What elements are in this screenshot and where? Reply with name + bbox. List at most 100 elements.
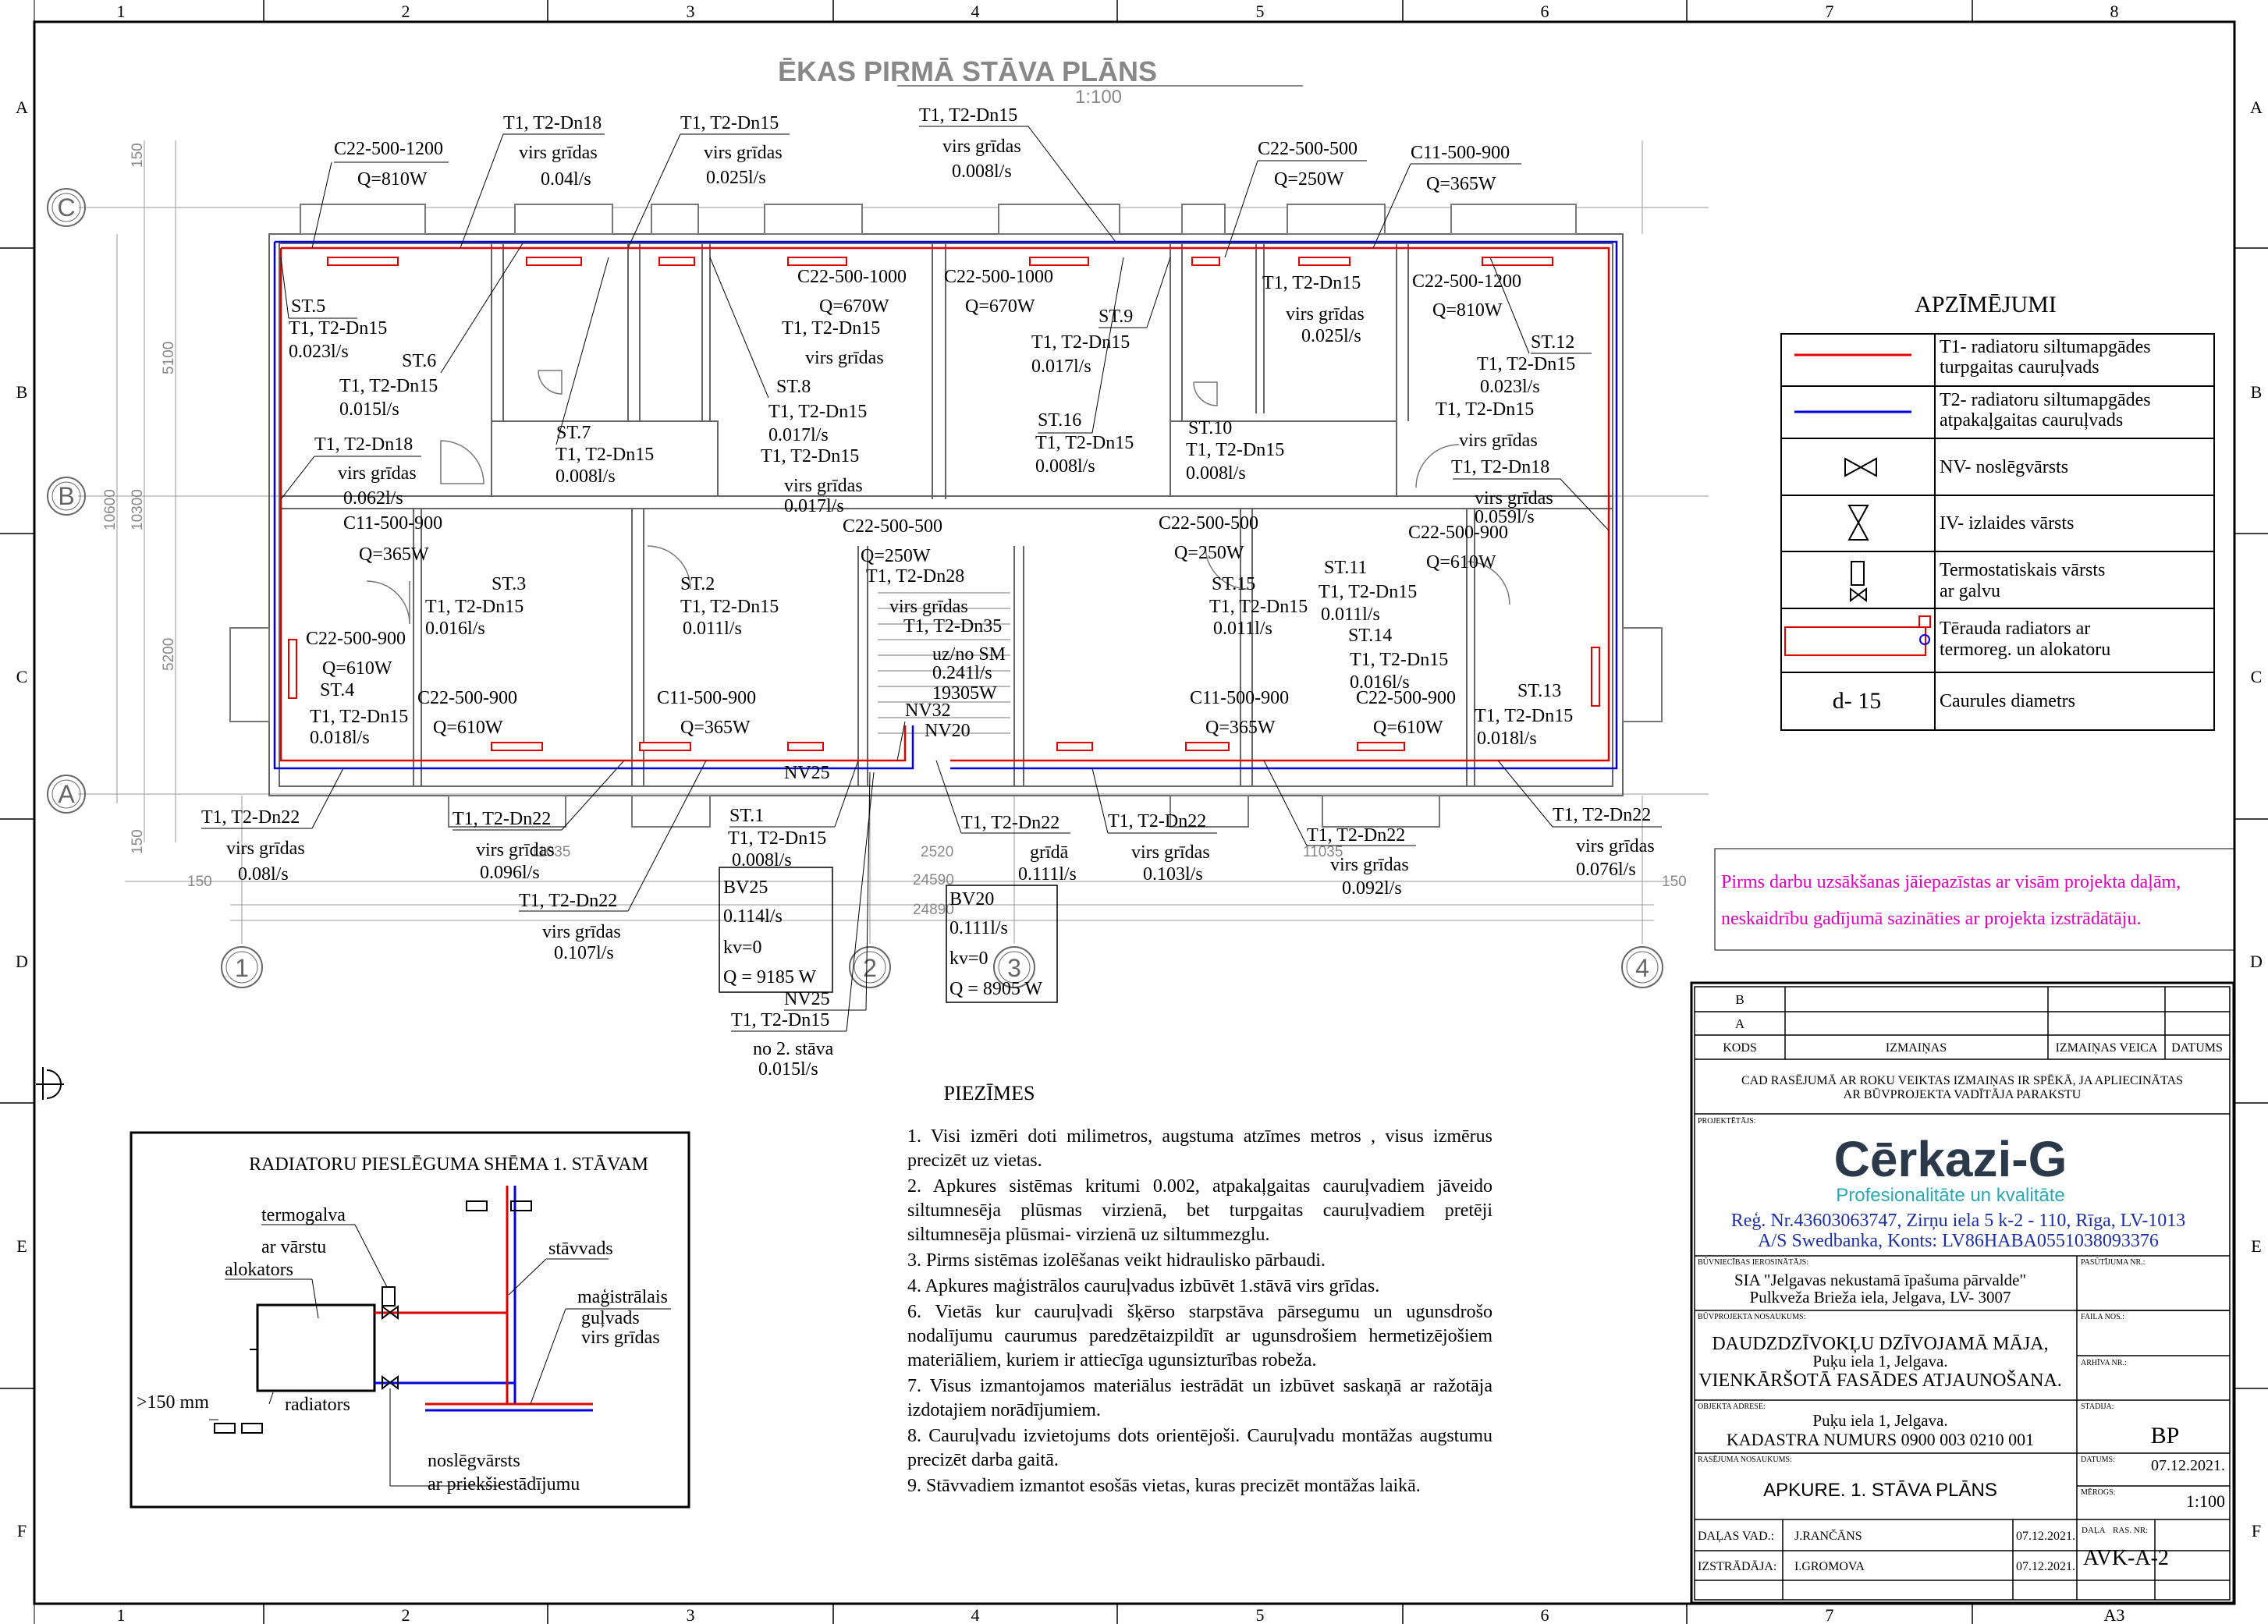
stand-name: ST.14 bbox=[1348, 626, 1392, 646]
axis-bubbles: C B A 1 2 3 4 bbox=[47, 188, 1663, 988]
bv-kv: kv=0 bbox=[723, 938, 762, 958]
stand-flow: 0.016l/s bbox=[425, 619, 485, 639]
title-block-texts: B A KODS IZMAIŅAS IZMAIŅAS VEICA DATUMS … bbox=[1698, 992, 2225, 1573]
radiator-model: C22-500-500 bbox=[843, 516, 942, 537]
pipe-flow: 0.092l/s bbox=[1342, 878, 1402, 899]
connection-scheme-drawing bbox=[209, 1186, 593, 1434]
col-label: 7 bbox=[1826, 1605, 1834, 1624]
person-role: DAĻAS VAD.: bbox=[1698, 1530, 1774, 1543]
stand-flow: 0.018l/s bbox=[310, 728, 370, 748]
pipe-where: virs grīdas bbox=[338, 463, 417, 484]
axis-label-a: A bbox=[58, 780, 75, 808]
pipe-where: virs grīdas bbox=[1576, 836, 1655, 856]
sheet-size: A3 bbox=[2104, 1605, 2125, 1624]
stand-flow: 0.017l/s bbox=[1031, 356, 1091, 377]
col-label: 6 bbox=[1541, 2, 1549, 21]
pipe-size: T1, T2-Dn18 bbox=[1451, 457, 1549, 477]
header-izmainas: IZMAIŅAS bbox=[1886, 1041, 1947, 1055]
stand-name: ST.10 bbox=[1188, 418, 1232, 438]
stand-pipe: T1, T2-Dn15 bbox=[1477, 354, 1575, 374]
radiator-model: C22-500-1000 bbox=[797, 267, 907, 287]
dim: 5200 bbox=[161, 638, 177, 671]
pipe-flow: 0.107l/s bbox=[554, 943, 614, 963]
person-name: J.RANČĀNS bbox=[1794, 1528, 1862, 1543]
dim: 24890 bbox=[913, 902, 954, 918]
pipe-where: uz/no SM bbox=[932, 644, 1006, 665]
stand-labels: ST.5 T1, T2-Dn15 0.023l/s ST.6 T1, T2-Dn… bbox=[289, 296, 1575, 871]
connection-scheme-labels: termogalva ar vārstu alokators stāvvads … bbox=[137, 1205, 668, 1495]
cad-note-2: AR BŪVPROJEKTA VADĪTĀJA PARAKSTU bbox=[1844, 1088, 2082, 1101]
legend-text: atpakaļgaitas cauruļvads bbox=[1940, 410, 2123, 431]
cad-note-1: CAD RASĒJUMĀ AR ROKU VEIKTAS IZMAIŅAS IR… bbox=[1741, 1074, 2183, 1087]
row-label: A bbox=[2250, 98, 2263, 117]
north-arrow-icon bbox=[36, 1067, 64, 1100]
project-2: Puķu iela 1, Jelgava. bbox=[1812, 1352, 1947, 1370]
bv-name: BV20 bbox=[949, 889, 994, 910]
pipe-flow: 0.241l/s bbox=[932, 663, 992, 683]
note-item: 3. Pirms sistēmas izolēšanas veikt hidra… bbox=[907, 1250, 1326, 1271]
legend-text: Termostatiskais vārsts bbox=[1940, 560, 2105, 580]
company-logo: Cērkazi-G bbox=[1834, 1131, 2067, 1187]
stand-pipe: T1, T2-Dn15 bbox=[289, 318, 387, 339]
dim: 24590 bbox=[913, 872, 954, 888]
dimension-texts: 150 5100 10300 10600 5200 150 150 150 25… bbox=[102, 143, 1687, 918]
row-label: C bbox=[2251, 667, 2263, 686]
col-label: 7 bbox=[1826, 2, 1834, 21]
axis-label-3: 3 bbox=[1007, 954, 1021, 982]
stand-flow: 0.011l/s bbox=[1321, 605, 1380, 625]
label-virs: virs grīdas bbox=[581, 1328, 660, 1348]
pipe-where: virs grīdas bbox=[1330, 855, 1409, 875]
label-termogalva: termogalva bbox=[261, 1205, 346, 1225]
pipe-where: virs grīdas bbox=[805, 348, 884, 368]
plan-title: ĒKAS PIRMĀ STĀVA PLĀNS bbox=[778, 55, 1157, 87]
pipe-size: T1, T2-Dn18 bbox=[314, 434, 413, 455]
company-slogan: Profesionalitāte un kvalitāte bbox=[1836, 1185, 2065, 1206]
stand-pipe: T1, T2-Dn15 bbox=[1031, 332, 1130, 353]
legend-text: T1- radiatoru siltumapgādes bbox=[1940, 337, 2151, 357]
designer-label: PROJEKTĒTĀJS: bbox=[1698, 1117, 1755, 1126]
radiator-model: C22-500-900 bbox=[306, 629, 406, 649]
pipe-size: T1, T2-Dn22 bbox=[961, 813, 1059, 833]
drawing-name: APKURE. 1. STĀVA PLĀNS bbox=[1763, 1480, 1997, 1501]
row-label: C bbox=[16, 667, 28, 686]
pipe-where: no 2. stāva bbox=[753, 1039, 834, 1059]
radiator-labels: C22-500-1200 Q=810W C22-500-1000 Q=670W … bbox=[306, 139, 1521, 738]
row-label: B bbox=[16, 382, 28, 402]
stand-flow: 0.011l/s bbox=[1213, 619, 1272, 639]
stand-pipe: T1, T2-Dn15 bbox=[1035, 433, 1134, 453]
label-stavvads: stāvvads bbox=[548, 1239, 613, 1259]
person-name: I.GROMOVA bbox=[1794, 1560, 1865, 1573]
stand-pipe: T1, T2-Dn15 bbox=[728, 828, 826, 849]
dim: 10300 bbox=[130, 489, 146, 530]
pipe-where: virs grīdas bbox=[784, 476, 863, 496]
stand-flow: 0.015l/s bbox=[339, 399, 399, 420]
col-label: 3 bbox=[687, 2, 695, 21]
col-label: 2 bbox=[402, 2, 410, 21]
stand-flow: 0.023l/s bbox=[1480, 377, 1540, 397]
pipe-flow: 0.017l/s bbox=[784, 496, 844, 516]
balancing-valves: BV25 0.114l/s kv=0 Q = 9185 W BV20 0.111… bbox=[719, 867, 1058, 1003]
dim: 150 bbox=[1662, 874, 1687, 890]
pipe-where: virs grīdas bbox=[1286, 304, 1365, 324]
client-1: SIA "Jelgavas nekustamā īpašuma pārvalde… bbox=[1734, 1271, 2026, 1289]
stand-name: ST.8 bbox=[776, 377, 811, 397]
bv-flow: 0.111l/s bbox=[949, 918, 1008, 938]
pipe-size: T1, T2-Dn15 bbox=[731, 1010, 829, 1030]
plan-scale: 1:100 bbox=[1075, 87, 1122, 108]
address-1: Puķu iela 1, Jelgava. bbox=[1812, 1411, 1947, 1430]
row-label: B bbox=[2251, 382, 2263, 402]
stand-name: ST.12 bbox=[1531, 332, 1574, 353]
valve-label: NV32 bbox=[905, 700, 951, 721]
pipe-flow: 0.076l/s bbox=[1576, 860, 1636, 880]
order-label: PASŪTĪJUMA NR.: bbox=[2081, 1257, 2145, 1267]
note-item: 9. Stāvvadiem izmantot esošās vietas, ku… bbox=[907, 1476, 1421, 1496]
radiator-q: Q=610W bbox=[1426, 552, 1496, 573]
title-block bbox=[1690, 981, 2235, 1604]
scale-label: MĒROGS: bbox=[2081, 1488, 2115, 1497]
pipe-flow: 0.111l/s bbox=[1018, 864, 1077, 885]
row-label: A bbox=[16, 98, 28, 117]
bv-q: Q = 8905 W bbox=[949, 979, 1042, 999]
pipe-size: T1, T2-Dn22 bbox=[1307, 825, 1405, 846]
pipe-where: virs grīdas bbox=[942, 137, 1021, 157]
